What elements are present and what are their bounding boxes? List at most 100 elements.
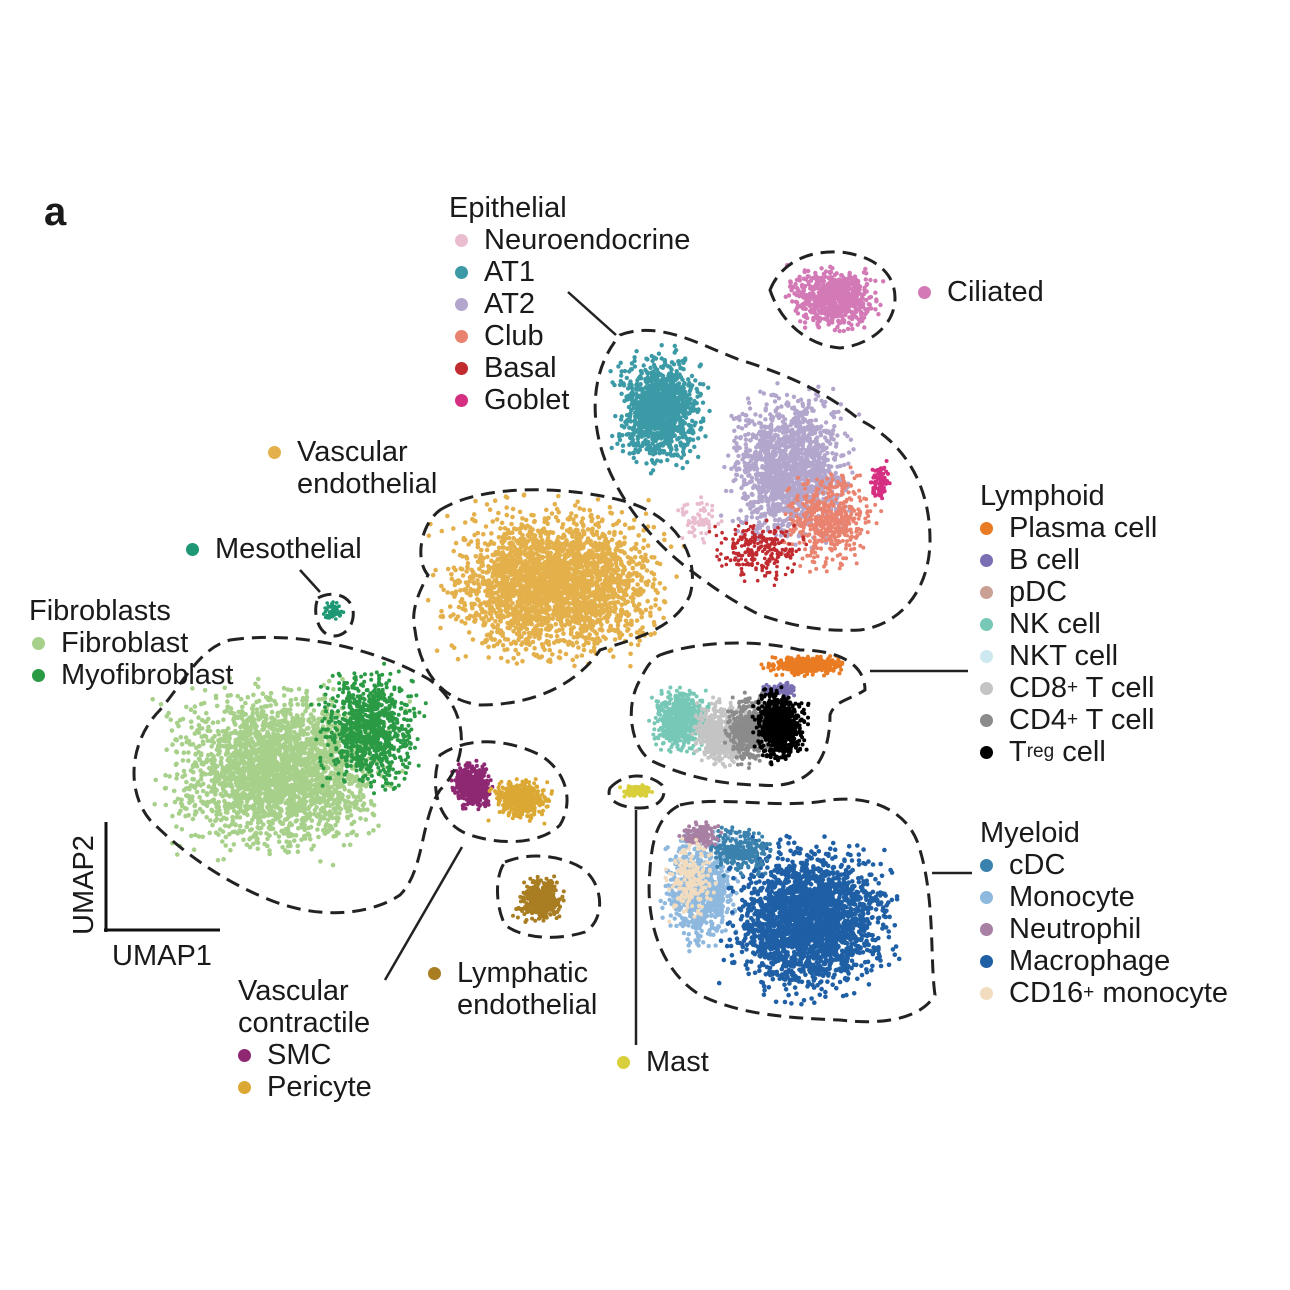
umap-point: [784, 392, 790, 398]
umap-point: [793, 508, 798, 513]
umap-point: [463, 654, 469, 659]
umap-point: [650, 468, 656, 473]
umap-point: [830, 529, 835, 534]
umap-point: [690, 525, 695, 530]
umap-point: [564, 528, 570, 533]
umap-point: [798, 459, 803, 465]
umap-point: [837, 328, 842, 334]
umap-point: [648, 422, 653, 427]
umap-point: [824, 496, 829, 501]
umap-point: [520, 658, 525, 664]
umap-point: [762, 448, 767, 453]
umap-point: [662, 537, 667, 543]
umap-point: [810, 455, 815, 460]
umap-point: [787, 486, 792, 491]
umap-point: [715, 548, 719, 552]
umap-point: [746, 527, 751, 532]
umap-point: [878, 302, 883, 308]
umap-point: [765, 496, 771, 501]
umap-point: [766, 503, 771, 508]
umap-point: [821, 470, 826, 475]
umap-point: [793, 423, 799, 429]
umap-point: [824, 287, 830, 292]
umap-point: [749, 515, 755, 520]
umap-point: [731, 537, 735, 541]
umap-point: [806, 282, 811, 287]
umap-point: [788, 556, 793, 560]
umap-point: [674, 452, 680, 457]
umap-point: [863, 277, 868, 282]
umap-point: [786, 551, 790, 556]
umap-point: [764, 518, 769, 523]
umap-point: [873, 278, 878, 283]
umap-point: [833, 546, 837, 551]
umap-point: [795, 303, 801, 308]
umap-point: [745, 469, 751, 474]
umap-point: [674, 462, 679, 468]
umap-point: [751, 552, 755, 556]
umap-point: [625, 554, 631, 560]
umap-point: [828, 275, 833, 280]
umap-point: [839, 521, 844, 526]
umap-point: [557, 649, 563, 654]
umap-point: [620, 443, 626, 448]
umap-point: [739, 474, 744, 479]
umap-point: [716, 521, 721, 526]
umap-point: [850, 311, 856, 316]
umap-point: [849, 299, 855, 305]
umap-point: [873, 290, 878, 295]
umap-point: [806, 506, 810, 511]
umap-point: [765, 550, 770, 554]
umap-point: [813, 515, 818, 519]
umap-point: [766, 430, 771, 435]
umap-point: [861, 270, 867, 275]
umap-point: [842, 462, 847, 468]
umap-point: [876, 312, 881, 317]
umap-point: [805, 274, 810, 279]
umap-point: [656, 415, 661, 421]
umap-point: [843, 510, 848, 515]
umap-point: [816, 302, 821, 307]
umap-point: [805, 553, 810, 558]
umap-point: [645, 442, 651, 447]
umap-point: [828, 494, 833, 499]
umap-point: [657, 606, 662, 612]
umap-point: [552, 501, 558, 507]
umap-point: [781, 499, 786, 504]
umap-point: [807, 539, 812, 544]
umap-point: [633, 422, 638, 427]
umap-point: [700, 537, 705, 541]
umap-point: [767, 570, 772, 575]
umap-point: [823, 485, 828, 490]
umap-point: [800, 289, 806, 295]
umap-point: [787, 542, 792, 546]
umap-point: [642, 429, 647, 435]
umap-point: [748, 541, 753, 545]
umap-point: [873, 502, 878, 507]
umap-point: [828, 264, 833, 269]
umap-point: [812, 535, 817, 540]
umap-point: [825, 282, 830, 287]
umap-point: [615, 441, 620, 446]
umap-point: [645, 598, 650, 604]
umap-point: [660, 420, 665, 425]
umap-point: [818, 516, 823, 520]
umap-point: [783, 512, 788, 517]
umap-point: [801, 512, 806, 517]
umap-point: [802, 325, 808, 330]
umap-point: [854, 285, 859, 291]
umap-point: [784, 439, 789, 444]
umap-point: [698, 517, 703, 522]
umap-point: [434, 648, 440, 653]
umap-point: [855, 322, 860, 327]
umap-point: [757, 438, 762, 443]
umap-point: [690, 418, 695, 424]
umap-point: [707, 408, 712, 414]
umap-point: [788, 439, 794, 444]
umap-point: [821, 534, 826, 539]
umap-point: [658, 426, 663, 431]
umap-point: [762, 441, 767, 446]
umap-point: [843, 312, 848, 317]
umap-point: [814, 540, 819, 545]
umap-point: [698, 427, 703, 432]
